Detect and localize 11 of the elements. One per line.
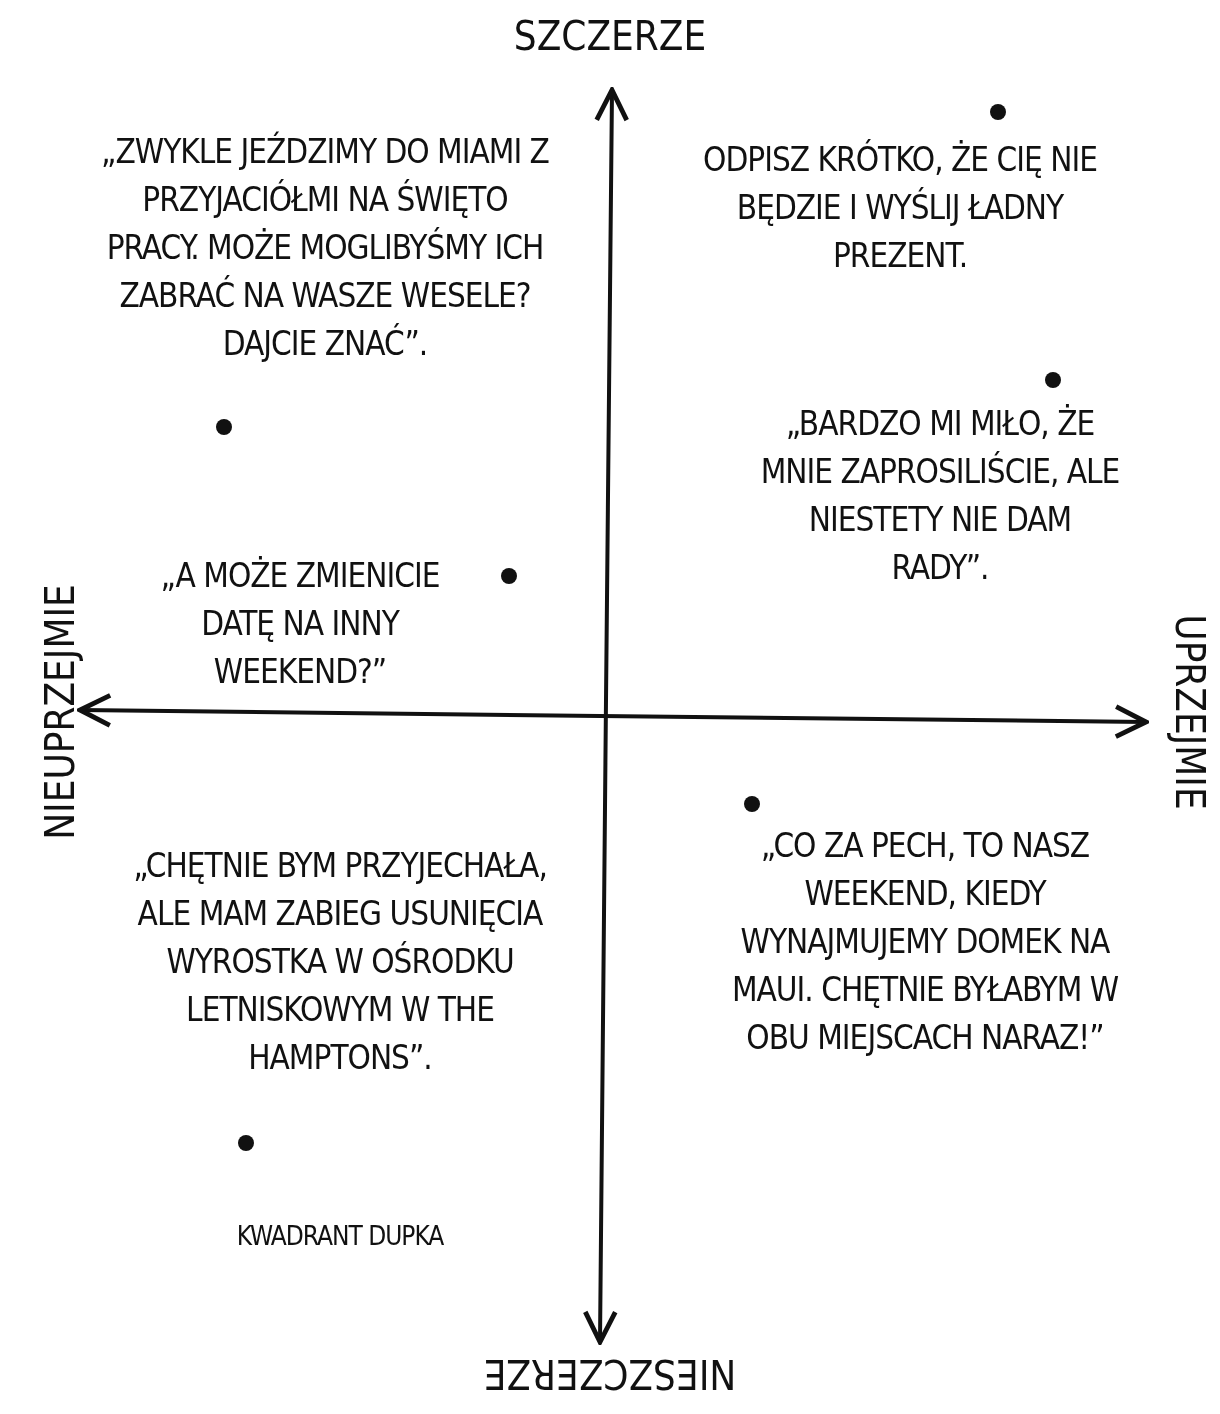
quote-text: „CO ZA PECH, TO NASZ WEEKEND, KIEDY WYNAJMUJEMY DOMEK NA MAUI. CHĘTNIE BYŁABYM W OBU MIEJSCACH NARAZ!”	[730, 825, 1120, 1059]
annotation-text: ODPISZ KRÓTKO, ŻE CIĘ NIE BĘDZIE I WYŚLIJ ŁADNY PREZENT.	[702, 138, 1098, 277]
quote-text: „CHĘTNIE BYM PRZYJECHAŁA, ALE MAM ZABIEG USUNIĘCIA WYROSTKA W OŚRODKU LETNISKOWYM W THE HAMPTONS”.	[132, 845, 548, 1079]
axis-label: NIEUPRZEJMIE	[36, 583, 84, 842]
quote-text: „ZWYKLE JEŹDZIMY DO MIAMI Z PRZYJACIÓŁMI NA ŚWIĘTO PRACY. MOŻE MOGLIBYŚMY ICH ZABRAĆ NA WASZE WESELE? DAJCIE ZNAĆ”.	[100, 130, 550, 365]
axis-label: NIESZCZERZE	[482, 1350, 738, 1398]
axis-label: UPRZEJMIE	[1166, 613, 1214, 812]
quadrant-label: KWADRANT DUPKA	[235, 1220, 445, 1253]
quote-text: „A MOŻE ZMIENICIE DATĘ NA INNY WEEKEND?”	[159, 555, 441, 693]
axis-label: SZCZERZE	[512, 12, 708, 60]
quote-text: „BARDZO MI MIŁO, ŻE MNIE ZAPROSILIŚCIE, ALE NIESTETY NIE DAM RADY”.	[760, 403, 1120, 589]
